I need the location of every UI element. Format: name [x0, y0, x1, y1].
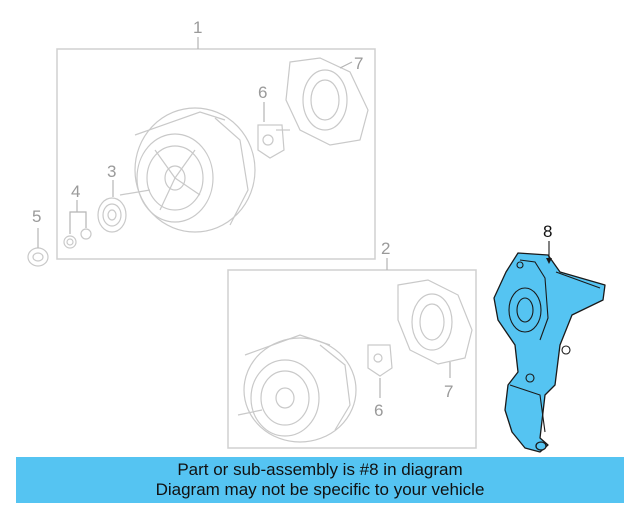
bracket-8-highlighted-icon[interactable]: [493, 252, 606, 453]
alternator-2-icon: [237, 334, 357, 443]
alternator-assembly-2-group: 2 6 7: [227, 239, 477, 449]
alternator-1-icon: [119, 107, 256, 233]
callout-8[interactable]: 8: [543, 222, 552, 241]
rear-cover-7-icon: [285, 57, 369, 146]
callout-3[interactable]: 3: [107, 162, 116, 181]
regulator-6-icon: [257, 124, 290, 159]
callout-1[interactable]: 1: [193, 18, 202, 37]
callout-4[interactable]: 4: [71, 182, 80, 201]
pulley-3-icon: [97, 197, 127, 233]
assembly-1-box: [56, 48, 376, 260]
callout-7-upper[interactable]: 7: [354, 54, 363, 73]
callout-7-lower[interactable]: 7: [444, 382, 453, 401]
washer-5-icon: [27, 247, 49, 267]
banner-line-2: Diagram may not be specific to your vehi…: [155, 480, 485, 499]
regulator-6-lower-icon: [367, 344, 393, 377]
alternator-assembly-1-group: 1 3 4: [56, 18, 376, 260]
rear-cover-7-lower-icon: [397, 279, 473, 365]
callout-6-upper[interactable]: 6: [258, 83, 267, 102]
assembly-2-box: [227, 269, 477, 449]
nut-washer-4-icon: [63, 228, 92, 249]
callout-6-lower[interactable]: 6: [374, 401, 383, 420]
callout-2[interactable]: 2: [381, 239, 390, 258]
callout-5[interactable]: 5: [32, 207, 41, 226]
notice-banner: Part or sub-assembly is #8 in diagram Di…: [16, 457, 624, 503]
banner-line-1: Part or sub-assembly is #8 in diagram: [177, 460, 463, 479]
